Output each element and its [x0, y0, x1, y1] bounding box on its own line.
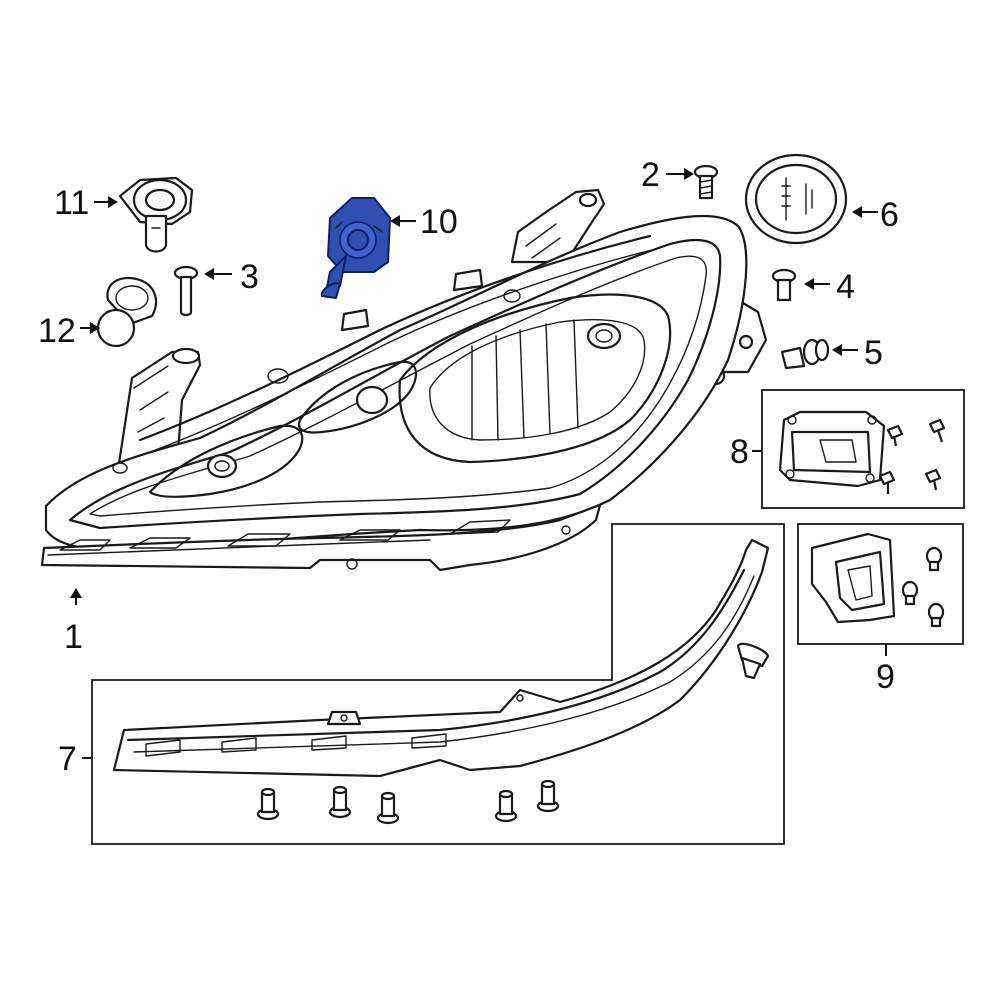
callout-6-label: 6 [880, 196, 899, 234]
callout-1-label: 1 [64, 618, 83, 656]
callout-5: 5 [832, 334, 883, 372]
callout-3: 3 [204, 258, 259, 296]
box7-screws [256, 779, 560, 825]
callout-4-label: 4 [836, 268, 855, 306]
callout-8: 8 [730, 433, 762, 471]
box-part-7 [91, 523, 785, 845]
callout-3-label: 3 [240, 258, 259, 296]
bulb-part-11 [118, 176, 194, 253]
bulb-socket-part-10 [320, 197, 391, 299]
callout-11: 11 [54, 184, 118, 222]
box-part-8 [761, 389, 965, 509]
callout-4: 4 [804, 268, 855, 306]
callout-2: 2 [641, 156, 694, 194]
cover-cap-part-6 [744, 153, 848, 245]
box-part-9 [797, 523, 964, 645]
callout-8-label: 8 [730, 433, 749, 471]
callout-12: 12 [38, 312, 100, 350]
callout-10-label: 10 [420, 203, 458, 241]
callout-12-label: 12 [38, 312, 76, 350]
bolt-part-4 [771, 268, 797, 302]
bolt-part-2 [693, 164, 719, 200]
callout-1: 1 [64, 588, 83, 656]
callout-2-label: 2 [641, 156, 660, 194]
screw-part-3 [173, 265, 199, 317]
callout-9-label: 9 [876, 658, 895, 696]
bulb-part-12 [96, 276, 158, 348]
callout-7-label: 7 [58, 740, 77, 778]
clip-part-5 [780, 338, 830, 370]
callout-11-label: 11 [54, 184, 89, 222]
callout-9: 9 [876, 644, 895, 696]
callout-10: 10 [390, 203, 458, 241]
headlamp-assembly [40, 188, 768, 572]
callout-6: 6 [852, 196, 899, 234]
callout-5-label: 5 [864, 334, 883, 372]
callout-7: 7 [58, 740, 92, 778]
